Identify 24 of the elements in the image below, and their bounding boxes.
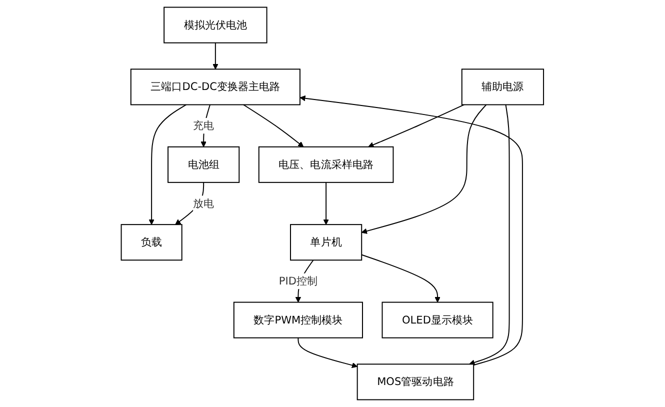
node-box: OLED显示模块 bbox=[382, 302, 494, 338]
edge-label: 充电 bbox=[193, 119, 214, 132]
node-box: 电池组 bbox=[168, 146, 240, 183]
edge-label: PID控制 bbox=[278, 274, 318, 288]
node-box: 辅助电源 bbox=[461, 68, 544, 106]
node-box: 数字PWM控制模块 bbox=[234, 302, 364, 338]
arrow bbox=[323, 182, 330, 225]
arrow bbox=[361, 254, 441, 303]
node-box: 电压、电流采样电路 bbox=[258, 146, 394, 183]
arrow bbox=[469, 104, 510, 366]
arrow bbox=[300, 95, 524, 366]
node-box: 三端口DC-DC变换器主电路 bbox=[130, 68, 301, 106]
node-box: 模拟光伏电池 bbox=[164, 6, 268, 44]
node-box: MOS管驱动电路 bbox=[356, 364, 474, 400]
node-box: 单片机 bbox=[290, 224, 362, 261]
arrow bbox=[361, 104, 487, 234]
arrow bbox=[212, 42, 218, 70]
edge-label: 放电 bbox=[193, 196, 214, 210]
arrow bbox=[368, 104, 465, 148]
arrow bbox=[243, 104, 304, 148]
arrow bbox=[175, 182, 204, 225]
arrow bbox=[148, 104, 187, 225]
node-box: 负载 bbox=[120, 224, 182, 261]
arrow bbox=[298, 337, 358, 368]
